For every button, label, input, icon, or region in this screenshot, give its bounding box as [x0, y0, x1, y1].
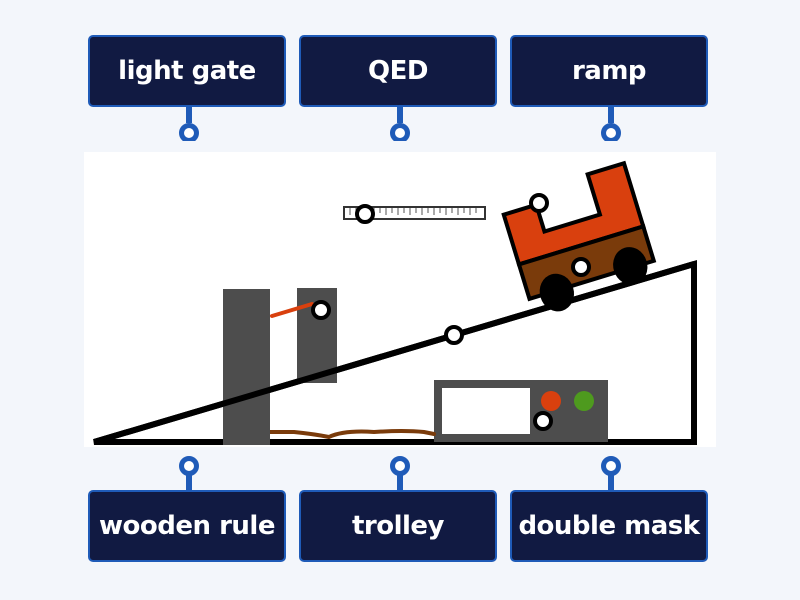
- qed-green-led-icon: [574, 391, 594, 411]
- wooden-rule-drawing: [343, 206, 486, 220]
- label-wooden-rule[interactable]: wooden rule: [88, 490, 286, 562]
- label-trolley[interactable]: trolley: [299, 490, 497, 562]
- connector-pin-icon: [179, 456, 199, 490]
- hotspot-wooden-rule[interactable]: [355, 204, 375, 224]
- connector-pin-icon: [390, 107, 410, 141]
- connector-pin-icon: [601, 456, 621, 490]
- light-gate-drawing: [223, 288, 337, 445]
- diagram-image: [84, 152, 716, 447]
- connector-pin-icon: [390, 456, 410, 490]
- label-qed[interactable]: QED: [299, 35, 497, 107]
- hotspot-qed[interactable]: [533, 411, 553, 431]
- label-light-gate[interactable]: light gate: [88, 35, 286, 107]
- connector-pin-icon: [601, 107, 621, 141]
- hotspot-trolley-top[interactable]: [529, 193, 549, 213]
- hotspot-trolley-wheel[interactable]: [571, 257, 591, 277]
- hotspot-light-gate[interactable]: [311, 300, 331, 320]
- connector-pin-icon: [179, 107, 199, 141]
- label-ramp[interactable]: ramp: [510, 35, 708, 107]
- hotspot-ramp[interactable]: [444, 325, 464, 345]
- qed-drawing: [434, 380, 608, 442]
- label-double-mask[interactable]: double mask: [510, 490, 708, 562]
- trolley-wheel-icon: [613, 247, 648, 285]
- qed-red-led-icon: [541, 391, 561, 411]
- trolley-wheel-icon: [539, 273, 575, 312]
